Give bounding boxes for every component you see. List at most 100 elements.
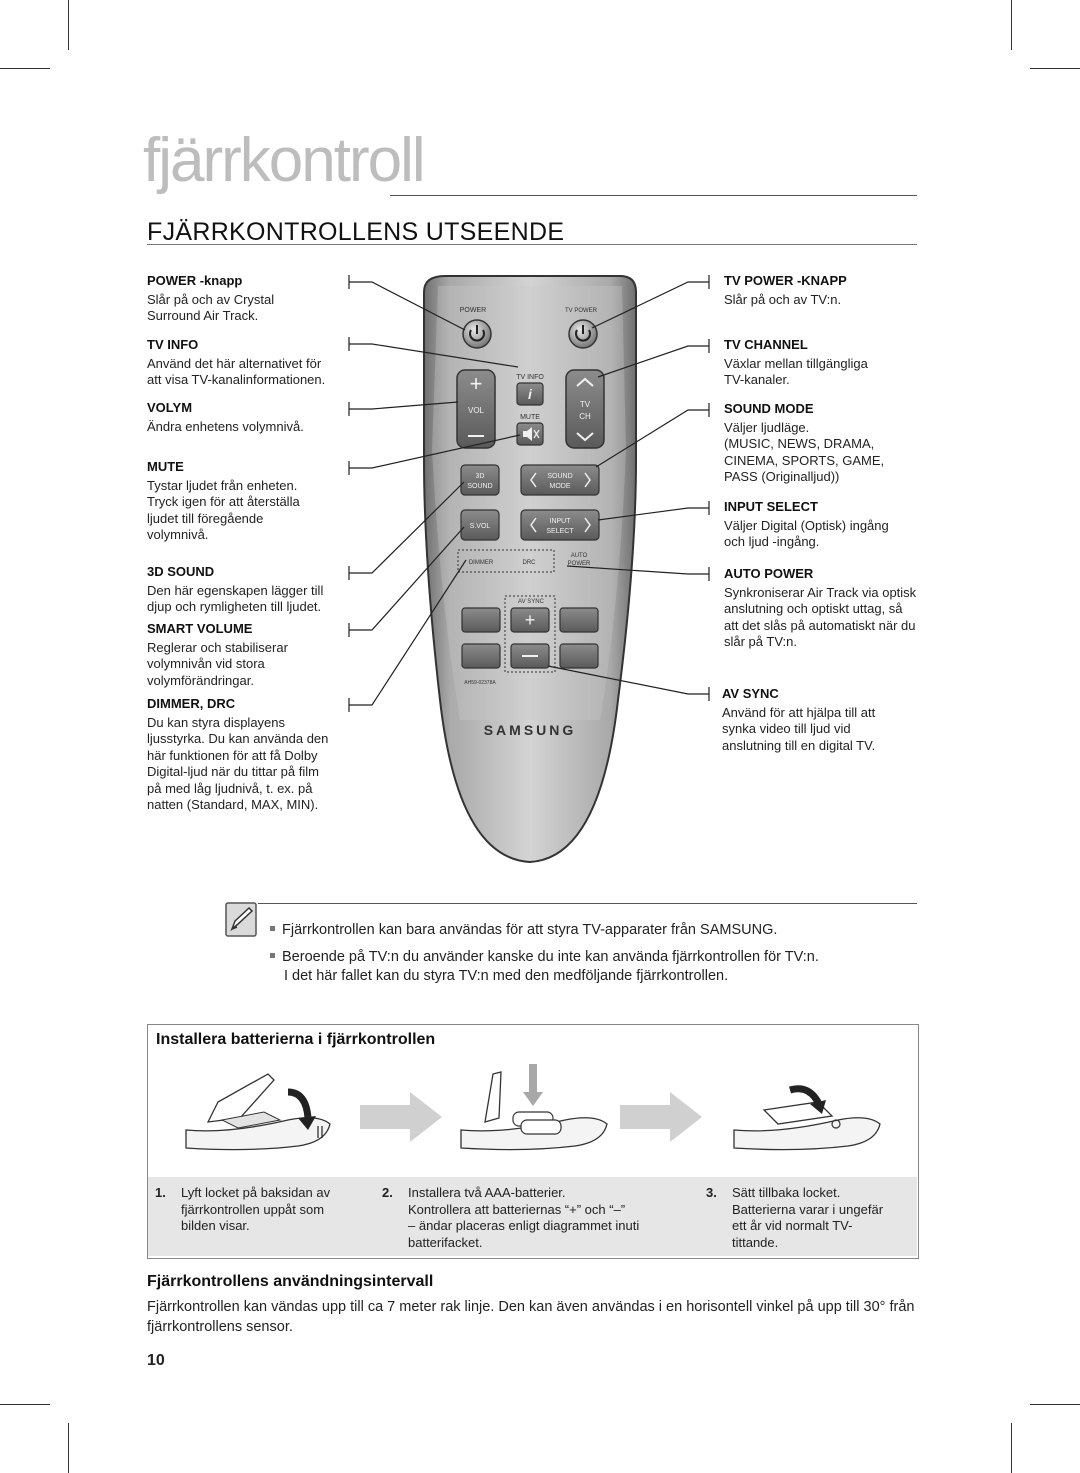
label-volym: VOLYM Ändra enhetens volymnivå. xyxy=(147,400,347,435)
step-number: 2. xyxy=(382,1185,393,1200)
label-body: Slår på och av Crystal Surround Air Trac… xyxy=(147,291,275,324)
label-body: Du kan styra displayens ljusstyrka. Du k… xyxy=(147,714,329,813)
chapter-title: fjärrkontroll xyxy=(143,126,426,195)
label-heading: POWER -knapp xyxy=(147,273,243,288)
arrow-right-icon xyxy=(360,1092,442,1142)
callout-lines xyxy=(348,275,521,712)
plus-icon: + xyxy=(470,371,483,396)
label-heading: TV INFO xyxy=(147,337,199,352)
plus-icon: + xyxy=(525,610,536,630)
label-heading: AUTO POWER xyxy=(724,566,814,581)
crop-mark xyxy=(0,1404,50,1405)
label-power: POWER -knapp Slår på och av Crystal Surr… xyxy=(147,273,347,325)
sound-mode-text: MODE xyxy=(550,483,571,490)
input-select-button[interactable] xyxy=(520,509,600,541)
callout-lines xyxy=(547,275,710,701)
label-heading: DIMMER, DRC xyxy=(147,696,236,711)
divider xyxy=(390,195,917,196)
label-heading: TV POWER -KNAPP xyxy=(724,273,847,288)
step2-illustration xyxy=(460,1064,608,1151)
extra-button[interactable] xyxy=(559,643,599,669)
step3-illustration xyxy=(733,1085,881,1151)
channel-rocker[interactable] xyxy=(565,369,605,449)
label-body: Växlar mellan tillgängliga TV-kanaler. xyxy=(724,355,868,388)
battery-panel xyxy=(147,1024,919,1259)
tv-info-text: TV INFO xyxy=(516,374,544,381)
chevron-up-icon xyxy=(576,377,594,387)
label-auto-power: AUTO POWER Synkroniserar Air Track via o… xyxy=(724,566,939,651)
note-item: Beroende på TV:n du använder kanske du i… xyxy=(270,948,819,967)
vol-text: VOL xyxy=(468,406,485,415)
step-text: Sätt tillbaka locket. Batterierna varar … xyxy=(732,1185,884,1250)
3d-text: 3D xyxy=(476,473,485,480)
section-title: FJÄRRKONTROLLENS UTSEENDE xyxy=(147,218,565,246)
label-body: Den här egenskapen lägger till djup och … xyxy=(147,582,324,615)
step-number: 3. xyxy=(706,1185,717,1200)
tv-power-text: TV POWER xyxy=(565,308,598,314)
label-heading: VOLYM xyxy=(147,400,193,415)
chevron-right-icon xyxy=(584,472,591,488)
step-number: 1. xyxy=(155,1185,166,1200)
remote-diagram: POWER TV POWER + VOL TV INFO i MUTE TV C… xyxy=(348,275,710,864)
ch-text: CH xyxy=(579,412,591,421)
label-body: Använd för att hjälpa till att synka vid… xyxy=(722,704,876,753)
drc-button[interactable] xyxy=(461,643,501,669)
note-item-continued: I det här fallet kan du styra TV:n med d… xyxy=(284,968,729,984)
label-tv-info: TV INFO Använd det här alternativet för … xyxy=(147,337,352,389)
label-heading: SMART VOLUME xyxy=(147,621,253,636)
label-av-sync: AV SYNC Använd för att hjälpa till att s… xyxy=(722,686,922,754)
av-sync-text: AV SYNC xyxy=(518,599,545,605)
crop-mark xyxy=(68,0,69,50)
chevron-left-icon xyxy=(530,517,537,533)
power-text: POWER xyxy=(460,307,486,314)
smart-volume-button[interactable] xyxy=(460,509,500,541)
crop-mark xyxy=(1011,0,1012,50)
chevron-down-icon xyxy=(576,432,594,442)
label-smart-volume: SMART VOLUME Reglerar och stabiliserar v… xyxy=(147,621,347,689)
sound-mode-text: SOUND xyxy=(547,473,572,480)
label-body: Tystar ljudet från enheten. Tryck igen f… xyxy=(147,477,300,543)
note-icon xyxy=(225,902,257,937)
brand-logo: SAMSUNG xyxy=(484,722,577,738)
chevron-left-icon xyxy=(530,472,537,488)
power-icon xyxy=(469,329,485,342)
3d-sound-button[interactable] xyxy=(460,464,500,496)
mute-text: MUTE xyxy=(520,414,540,421)
dimmer-text: DIMMER xyxy=(469,560,494,566)
label-body: Synkroniserar Air Track via optisk anslu… xyxy=(724,584,917,650)
dimmer-button[interactable] xyxy=(461,607,501,633)
label-body: Väljer Digital (Optisk) ingång och ljud … xyxy=(724,517,889,550)
label-input-select: INPUT SELECT Väljer Digital (Optisk) ing… xyxy=(724,499,924,551)
tv-info-button[interactable] xyxy=(516,382,544,406)
label-heading: MUTE xyxy=(147,459,184,474)
step-text: Lyft locket på baksidan av fjärrkontroll… xyxy=(181,1185,331,1233)
label-body: Reglerar och stabiliserar volymnivån vid… xyxy=(147,639,288,688)
label-body: Använd det här alternativet för att visa… xyxy=(147,355,326,388)
label-mute: MUTE Tystar ljudet från enheten. Tryck i… xyxy=(147,459,347,544)
volume-rocker[interactable] xyxy=(456,369,496,449)
crop-mark xyxy=(68,1423,69,1473)
steps-band xyxy=(148,1177,917,1256)
divider xyxy=(147,244,917,245)
crop-mark xyxy=(0,68,50,69)
note-rule xyxy=(258,903,917,904)
label-heading: 3D SOUND xyxy=(147,564,215,579)
power-icon xyxy=(575,329,591,342)
av-sync-plus-button[interactable] xyxy=(510,607,550,633)
range-body: Fjärrkontrollen kan vändas upp till ca 7… xyxy=(147,1299,915,1335)
battery-title: Installera batterierna i fjärrkontrollen xyxy=(156,1031,436,1048)
label-body: Ändra enhetens volymnivå. xyxy=(147,418,304,434)
step-text: Installera två AAA-batterier. Kontroller… xyxy=(408,1185,640,1250)
auto-power-button[interactable] xyxy=(559,607,599,633)
label-heading: AV SYNC xyxy=(722,686,779,701)
model-number: AH59-02378A xyxy=(464,680,496,686)
tv-text: TV xyxy=(580,400,591,409)
chevron-right-icon xyxy=(584,517,591,533)
sound-mode-button[interactable] xyxy=(520,464,600,496)
label-3d-sound: 3D SOUND Den här egenskapen lägger till … xyxy=(147,564,352,616)
info-icon: i xyxy=(528,386,533,402)
bullet-icon xyxy=(270,952,275,958)
auto-text: AUTO xyxy=(571,553,588,559)
label-tv-power: TV POWER -KNAPP Slår på och av TV:n. xyxy=(724,273,924,308)
step1-illustration xyxy=(185,1073,331,1151)
